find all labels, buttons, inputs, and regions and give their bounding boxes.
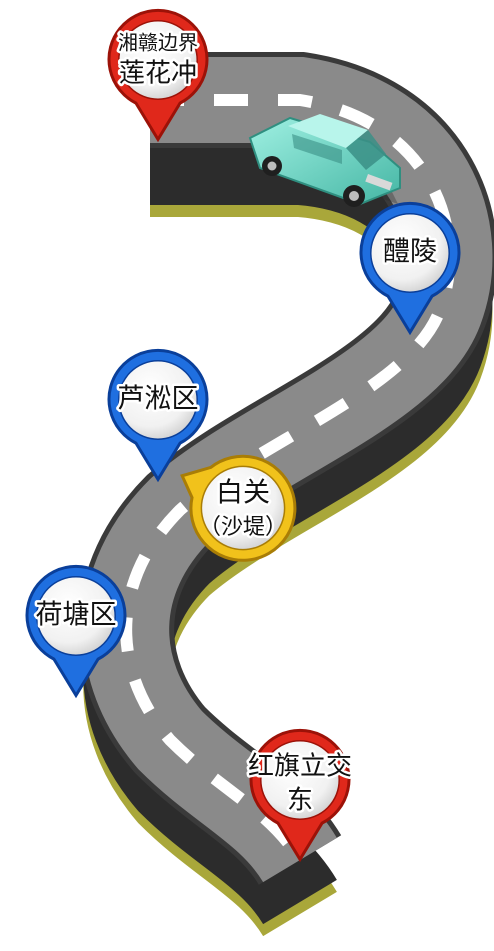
pin-face xyxy=(370,213,450,293)
stop-label-lianhuachong-line2: 莲花冲 xyxy=(119,59,197,89)
pin-face xyxy=(260,740,340,820)
stop-pin-hetang[interactable]: 荷塘区 xyxy=(25,564,127,699)
stop-label-lianhuachong-line1: 湘赣边界 xyxy=(118,31,198,55)
stop-label-baiguan-line2: （沙堤） xyxy=(199,515,287,540)
pin-face xyxy=(200,465,286,551)
pin-face xyxy=(118,360,198,440)
stop-pin-lusong[interactable]: 芦淞区 xyxy=(107,348,209,483)
pin-face xyxy=(36,576,116,656)
stop-pin-hongqi[interactable]: 红旗立交 东 xyxy=(245,728,355,863)
car-side-window xyxy=(292,134,342,164)
stop-label-baiguan-line1: 白关 xyxy=(216,478,270,509)
stop-label-hongqi-line1: 红旗立交 xyxy=(248,752,352,782)
stop-pin-liling[interactable]: 醴陵 xyxy=(359,201,461,336)
route-stops: 湘赣边界 莲花冲 醴陵 芦淞区 白关 （沙堤） 荷塘区 红旗立交 xyxy=(25,8,461,863)
stop-pin-baiguan[interactable]: 白关 （沙堤） xyxy=(180,454,297,562)
stop-label-liling: 醴陵 xyxy=(383,237,437,268)
car-icon xyxy=(248,114,401,207)
car-wheel-rear-hub xyxy=(267,161,277,171)
stop-label-lusong: 芦淞区 xyxy=(118,384,199,415)
car-windshield xyxy=(346,130,386,170)
car-wheel-front-hub xyxy=(349,191,359,201)
car-grille xyxy=(365,174,393,191)
stop-label-hongqi-line2: 东 xyxy=(287,786,313,816)
stop-pin-lianhuachong[interactable]: 湘赣边界 莲花冲 xyxy=(107,8,209,143)
pin-face xyxy=(118,20,198,100)
car-roof xyxy=(288,114,368,148)
stop-label-hetang: 荷塘区 xyxy=(36,600,117,631)
